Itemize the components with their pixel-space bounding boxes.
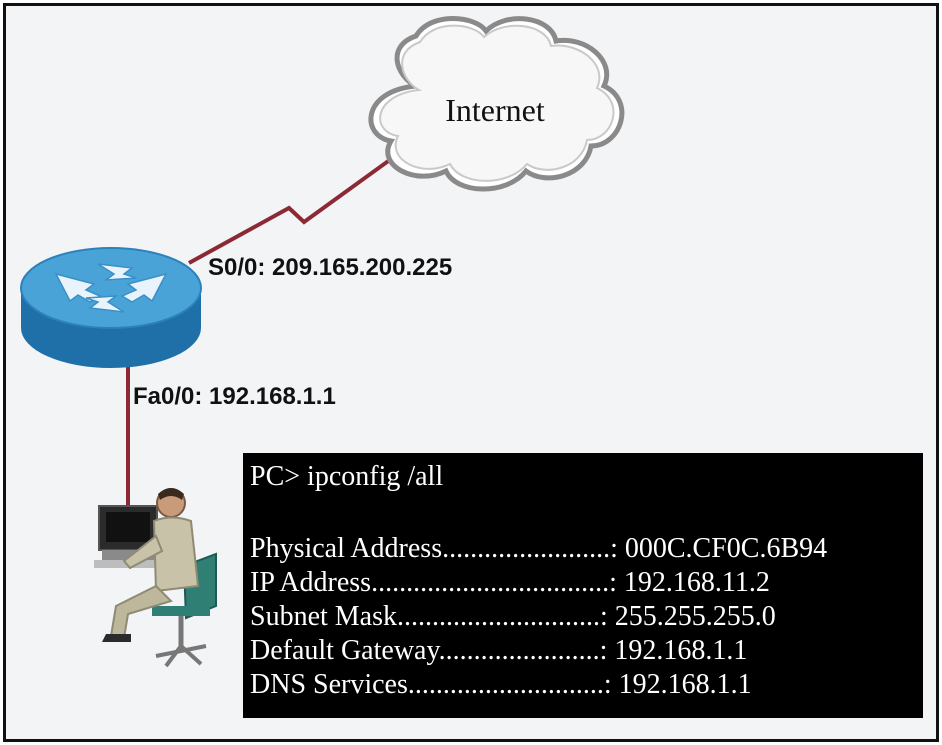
console-row-physical-address: Physical Address........................…: [250, 533, 828, 564]
pc-user-icon: [94, 488, 217, 668]
fastethernet-interface-label: Fa0/0: 192.168.1.1: [133, 383, 336, 410]
cloud-icon: [368, 16, 625, 192]
console-row-dns-services: DNS Services............................…: [250, 669, 752, 700]
console-row-subnet-mask: Subnet Mask.............................…: [250, 601, 776, 632]
console-command: PC> ipconfig /all: [250, 461, 444, 492]
console-row-default-gateway: Default Gateway.......................: …: [250, 635, 748, 666]
serial-interface-label: S0/0: 209.165.200.225: [208, 254, 453, 281]
router-icon: [20, 247, 202, 368]
ipconfig-console: PC> ipconfig /all Physical Address......…: [243, 453, 923, 718]
serial-link: [188, 152, 400, 265]
internet-cloud-label: Internet: [445, 92, 545, 128]
diagram-frame: Internet S0/0: 209.165.200.225 Fa0/0: 19…: [3, 3, 939, 742]
network-diagram: [20, 16, 625, 668]
console-row-ip-address: IP Address..............................…: [250, 567, 770, 598]
